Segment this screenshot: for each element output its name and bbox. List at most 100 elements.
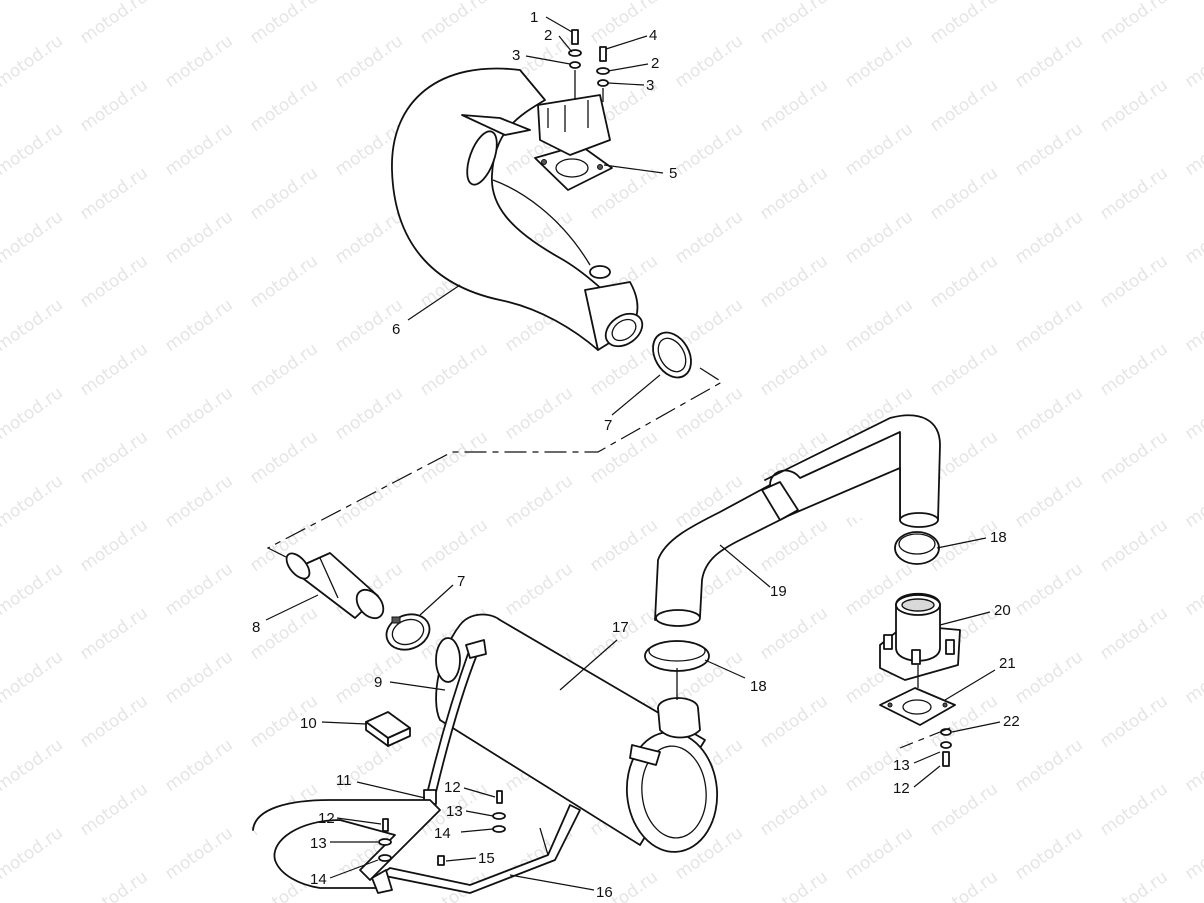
watermark-text: motod.ru [1011, 207, 1086, 268]
watermark-text: motod.ru [1096, 603, 1171, 664]
outlet-housing [879, 592, 961, 681]
callout-5: 5 [669, 165, 677, 182]
callout-2: 2 [544, 27, 552, 44]
exhaust-pipe [391, 67, 644, 351]
lower-fasteners [378, 790, 506, 866]
watermark-text: motod.ru [1181, 295, 1204, 356]
callout-4: 4 [649, 27, 657, 44]
watermark-text: motod.ru [926, 75, 1001, 136]
watermark-text: motod.ru [161, 119, 236, 180]
callout-15: 15 [478, 850, 495, 867]
callout-6: 6 [392, 321, 400, 338]
callout-9: 9 [374, 674, 382, 691]
watermark-text: motod.ru [0, 0, 67, 4]
clamp-upper [652, 331, 692, 379]
watermark-text: motod.ru [926, 779, 1001, 840]
watermark-text: motod.ru [0, 471, 67, 532]
watermark-text: motod.ru [76, 75, 151, 136]
watermark-text: motod.ru [586, 515, 661, 576]
watermark-text: motod.ru [756, 163, 831, 224]
watermark-text: motod.ru [0, 735, 67, 796]
outlet-gasket [879, 665, 956, 726]
watermark-text: motod.ru [246, 0, 321, 48]
watermark-text: motod.ru [161, 559, 236, 620]
watermark-text: motod.ru [0, 383, 67, 444]
callout-3: 3 [512, 47, 520, 64]
muffler [435, 613, 719, 853]
watermark-text: motod.ru [246, 251, 321, 312]
watermark-text: motod.ru [1181, 31, 1204, 92]
watermark-text: motod.ru [501, 383, 576, 444]
watermark-text: motod.ru [331, 0, 406, 4]
callout-20: 20 [994, 602, 1011, 619]
top-fasteners [568, 29, 610, 102]
connector-pipe [285, 552, 385, 620]
watermark-text: motod.ru [926, 0, 1001, 48]
watermark-text: motod.ru [756, 251, 831, 312]
watermark-text: motod.ru [926, 867, 1001, 903]
watermark-text: motod.ru [756, 603, 831, 664]
callout-1: 1 [530, 9, 538, 26]
watermark-text: motod.ru [1011, 647, 1086, 708]
watermark-text: motod.ru [1096, 515, 1171, 576]
callout-7: 7 [604, 417, 612, 434]
watermark-text: motod.ru [671, 31, 746, 92]
watermark-text: motod.ru [416, 427, 491, 488]
callout-17: 17 [612, 619, 629, 636]
watermark-text: motod.ru [246, 75, 321, 136]
watermark-text: motod.ru [841, 119, 916, 180]
watermark-text: motod.ru [1011, 823, 1086, 884]
callout-14b: 14 [310, 871, 327, 888]
watermark-text: motod.ru [1096, 867, 1171, 903]
watermark-text: motod.ru [586, 427, 661, 488]
watermark-text: motod.ru [1011, 119, 1086, 180]
clamp-lower [385, 613, 431, 651]
watermark-text: motod.ru [331, 647, 406, 708]
watermark-text: motod.ru [416, 515, 491, 576]
watermark-text: motod.ru [331, 207, 406, 268]
watermark-text: motod.ru [926, 251, 1001, 312]
watermark-text: motod.ru [1011, 0, 1086, 4]
callout-12: 12 [444, 779, 461, 796]
watermark-text: motod.ru [0, 647, 67, 708]
callout-12b: 12 [318, 810, 335, 827]
callout-11: 11 [336, 772, 352, 789]
callout-16: 16 [596, 884, 613, 901]
watermark-text: motod.ru [1096, 251, 1171, 312]
watermark-text: motod.ru [1181, 559, 1204, 620]
watermark-text: motod.ru [756, 691, 831, 752]
outlet-fasteners [899, 727, 952, 767]
watermark-text: motod.ru [161, 295, 236, 356]
watermark-text: motod.ru [76, 427, 151, 488]
watermark-text: motod.ru [246, 163, 321, 224]
watermark-text: motod.ru [1011, 31, 1086, 92]
watermark-text: motod.ru [76, 603, 151, 664]
rubber-pad [365, 711, 411, 747]
watermark-text: motod.ru [331, 31, 406, 92]
watermark-text: motod.ru [671, 383, 746, 444]
watermark-text: motod.ru [671, 119, 746, 180]
watermark-text: motod.ru [1096, 339, 1171, 400]
watermark-text: motod.ru [161, 31, 236, 92]
callout-2b: 2 [651, 55, 659, 72]
callout-13: 13 [446, 803, 463, 820]
callout-19: 19 [770, 583, 787, 600]
watermark-text: motod.ru [756, 75, 831, 136]
watermark-text: motod.ru [0, 31, 67, 92]
watermark-text: motod.ru [246, 427, 321, 488]
watermark-text: motod.ru [1096, 779, 1171, 840]
watermark-text: motod.ru [76, 779, 151, 840]
callout-12c: 12 [893, 780, 910, 797]
watermark-text: motod.ru [0, 295, 67, 356]
watermark-text: motod.ru [0, 559, 67, 620]
watermark-text: motod.ru [926, 163, 1001, 224]
watermark-text: motod.ru [841, 823, 916, 884]
watermark-text: motod.ru [161, 647, 236, 708]
watermark-text: motod.ru [671, 207, 746, 268]
watermark-text: motod.ru [501, 0, 576, 4]
callout-8: 8 [252, 619, 260, 636]
connection-route [266, 367, 724, 561]
callout-18b: 18 [990, 529, 1007, 546]
watermark-text: motod.ru [1096, 163, 1171, 224]
